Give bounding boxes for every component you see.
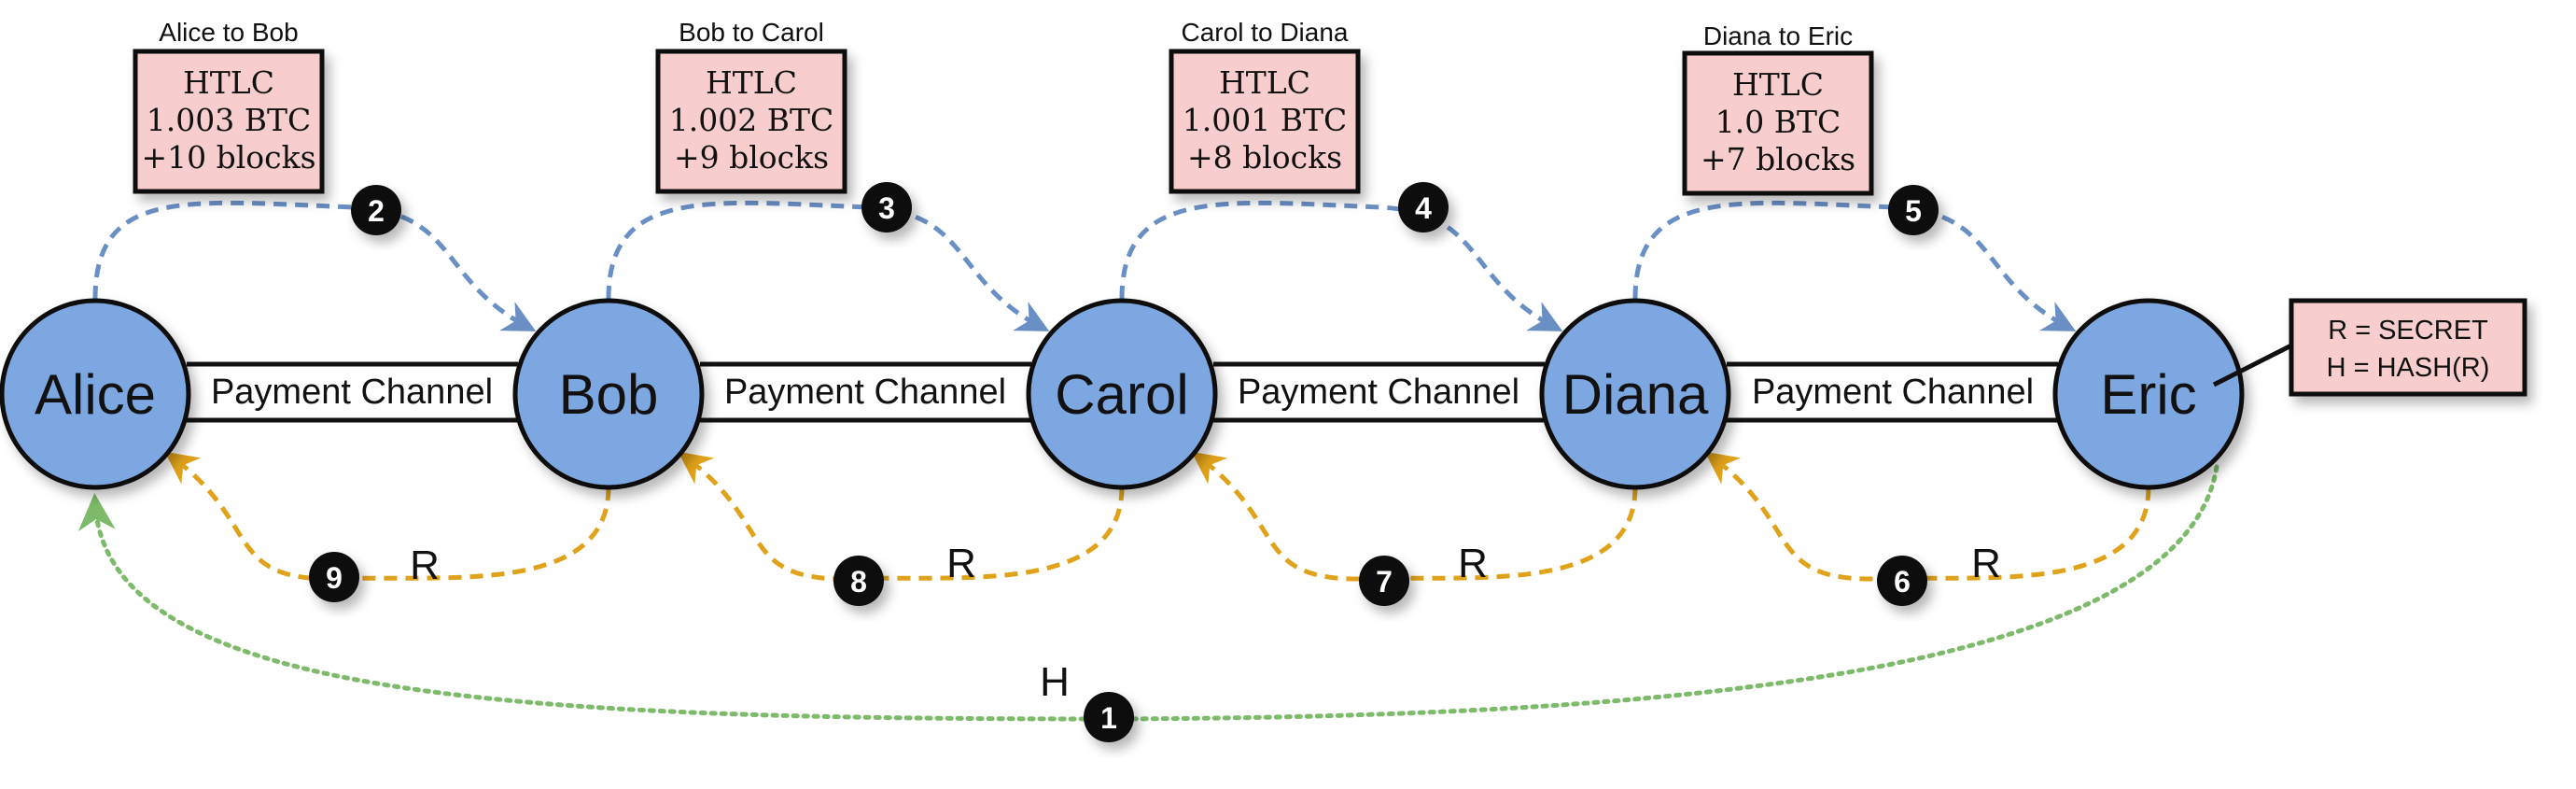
step-badge-return-1: 9: [309, 552, 359, 602]
htlc-timeout: +10 blocks: [141, 139, 315, 176]
step-badge-forward-2: 3: [861, 182, 912, 232]
htlc-title: Bob to Carol: [679, 18, 824, 47]
channel-carol-diana: Payment Channel: [1213, 361, 1545, 423]
node-label: Alice: [35, 363, 156, 426]
htlc-amount: 1.003 BTC: [147, 102, 311, 138]
channel-label: Payment Channel: [1752, 373, 2034, 412]
step-number: 8: [850, 565, 867, 599]
forward-arrow-carol-diana: [1119, 200, 1563, 331]
step-badge-return-2: 8: [833, 556, 884, 606]
htlc-type: HTLC: [706, 64, 797, 101]
forward-arrows: [92, 200, 2077, 331]
channel-label: Payment Channel: [724, 373, 1006, 412]
node-diana: Diana: [1539, 298, 1731, 490]
secret-note-line1: R = SECRET: [2328, 316, 2488, 345]
htlc-box-diana-eric: Diana to Eric HTLC 1.0 BTC +7 blocks: [1682, 21, 1874, 196]
forward-arrow-bob-carol: [606, 200, 1050, 331]
node-label: Eric: [2100, 363, 2196, 426]
secret-note-line2: H = HASH(R): [2327, 353, 2490, 383]
step-badge-forward-1: 2: [351, 185, 401, 235]
secret-note: R = SECRET H = HASH(R): [2289, 298, 2527, 397]
htlc-amount: 1.0 BTC: [1715, 104, 1841, 140]
step-badge-hash: 1: [1084, 692, 1134, 742]
step-number: 1: [1100, 701, 1117, 735]
step-badge-forward-4: 5: [1888, 185, 1939, 235]
htlc-title: Carol to Diana: [1182, 18, 1349, 47]
node-eric: Eric: [2052, 298, 2245, 490]
hash-label: H: [1040, 659, 1070, 705]
node-label: Diana: [1562, 363, 1709, 426]
htlc-amount: 1.002 BTC: [669, 102, 833, 138]
htlc-title: Diana to Eric: [1703, 21, 1853, 50]
step-number: 3: [878, 191, 895, 225]
htlc-timeout: +8 blocks: [1187, 139, 1342, 176]
return-arrow-diana-carol: [1191, 451, 1638, 582]
step-badge-forward-3: 4: [1398, 182, 1449, 232]
return-arrow-carol-bob: [678, 451, 1125, 582]
htlc-amount: 1.001 BTC: [1183, 102, 1347, 138]
forward-arrow-diana-eric: [1632, 200, 2077, 331]
htlc-box-carol-diana: Carol to Diana HTLC 1.001 BTC +8 blocks: [1169, 18, 1361, 194]
channel-label: Payment Channel: [1238, 373, 1519, 412]
forward-arrow-alice-bob: [92, 200, 537, 331]
step-number: 4: [1415, 191, 1432, 225]
htlc-type: HTLC: [1732, 66, 1824, 103]
step-number: 9: [326, 561, 343, 595]
step-badge-return-3: 7: [1359, 556, 1409, 606]
step-number: 2: [368, 194, 385, 228]
return-label: R: [1458, 541, 1488, 586]
note-connector: [2212, 343, 2293, 387]
htlc-timeout: +9 blocks: [674, 139, 829, 176]
step-number: 6: [1894, 565, 1911, 599]
channel-diana-eric: Payment Channel: [1727, 361, 2058, 423]
node-label: Carol: [1055, 363, 1188, 426]
return-label: R: [410, 542, 440, 588]
step-badge-return-4: 6: [1877, 556, 1927, 606]
channel-bob-carol: Payment Channel: [700, 361, 1031, 423]
return-label: R: [1971, 541, 2001, 586]
node-carol: Carol: [1026, 298, 1218, 490]
channel-alice-bob: Payment Channel: [187, 361, 518, 423]
htlc-type: HTLC: [183, 64, 274, 101]
node-bob: Bob: [512, 298, 705, 490]
node-label: Bob: [559, 363, 659, 426]
step-number: 7: [1376, 565, 1393, 599]
htlc-timeout: +7 blocks: [1701, 141, 1855, 177]
htlc-box-alice-bob: Alice to Bob HTLC 1.003 BTC +10 blocks: [133, 18, 325, 194]
htlc-title: Alice to Bob: [159, 18, 298, 47]
return-label: R: [946, 541, 976, 586]
return-arrow-bob-alice: [164, 451, 611, 582]
htlc-box-bob-carol: Bob to Carol HTLC 1.002 BTC +9 blocks: [655, 18, 847, 194]
step-number: 5: [1905, 194, 1922, 228]
htlc-type: HTLC: [1219, 64, 1310, 101]
return-arrow-eric-diana: [1704, 451, 2151, 582]
node-alice: Alice: [0, 298, 191, 490]
channel-label: Payment Channel: [211, 373, 493, 412]
